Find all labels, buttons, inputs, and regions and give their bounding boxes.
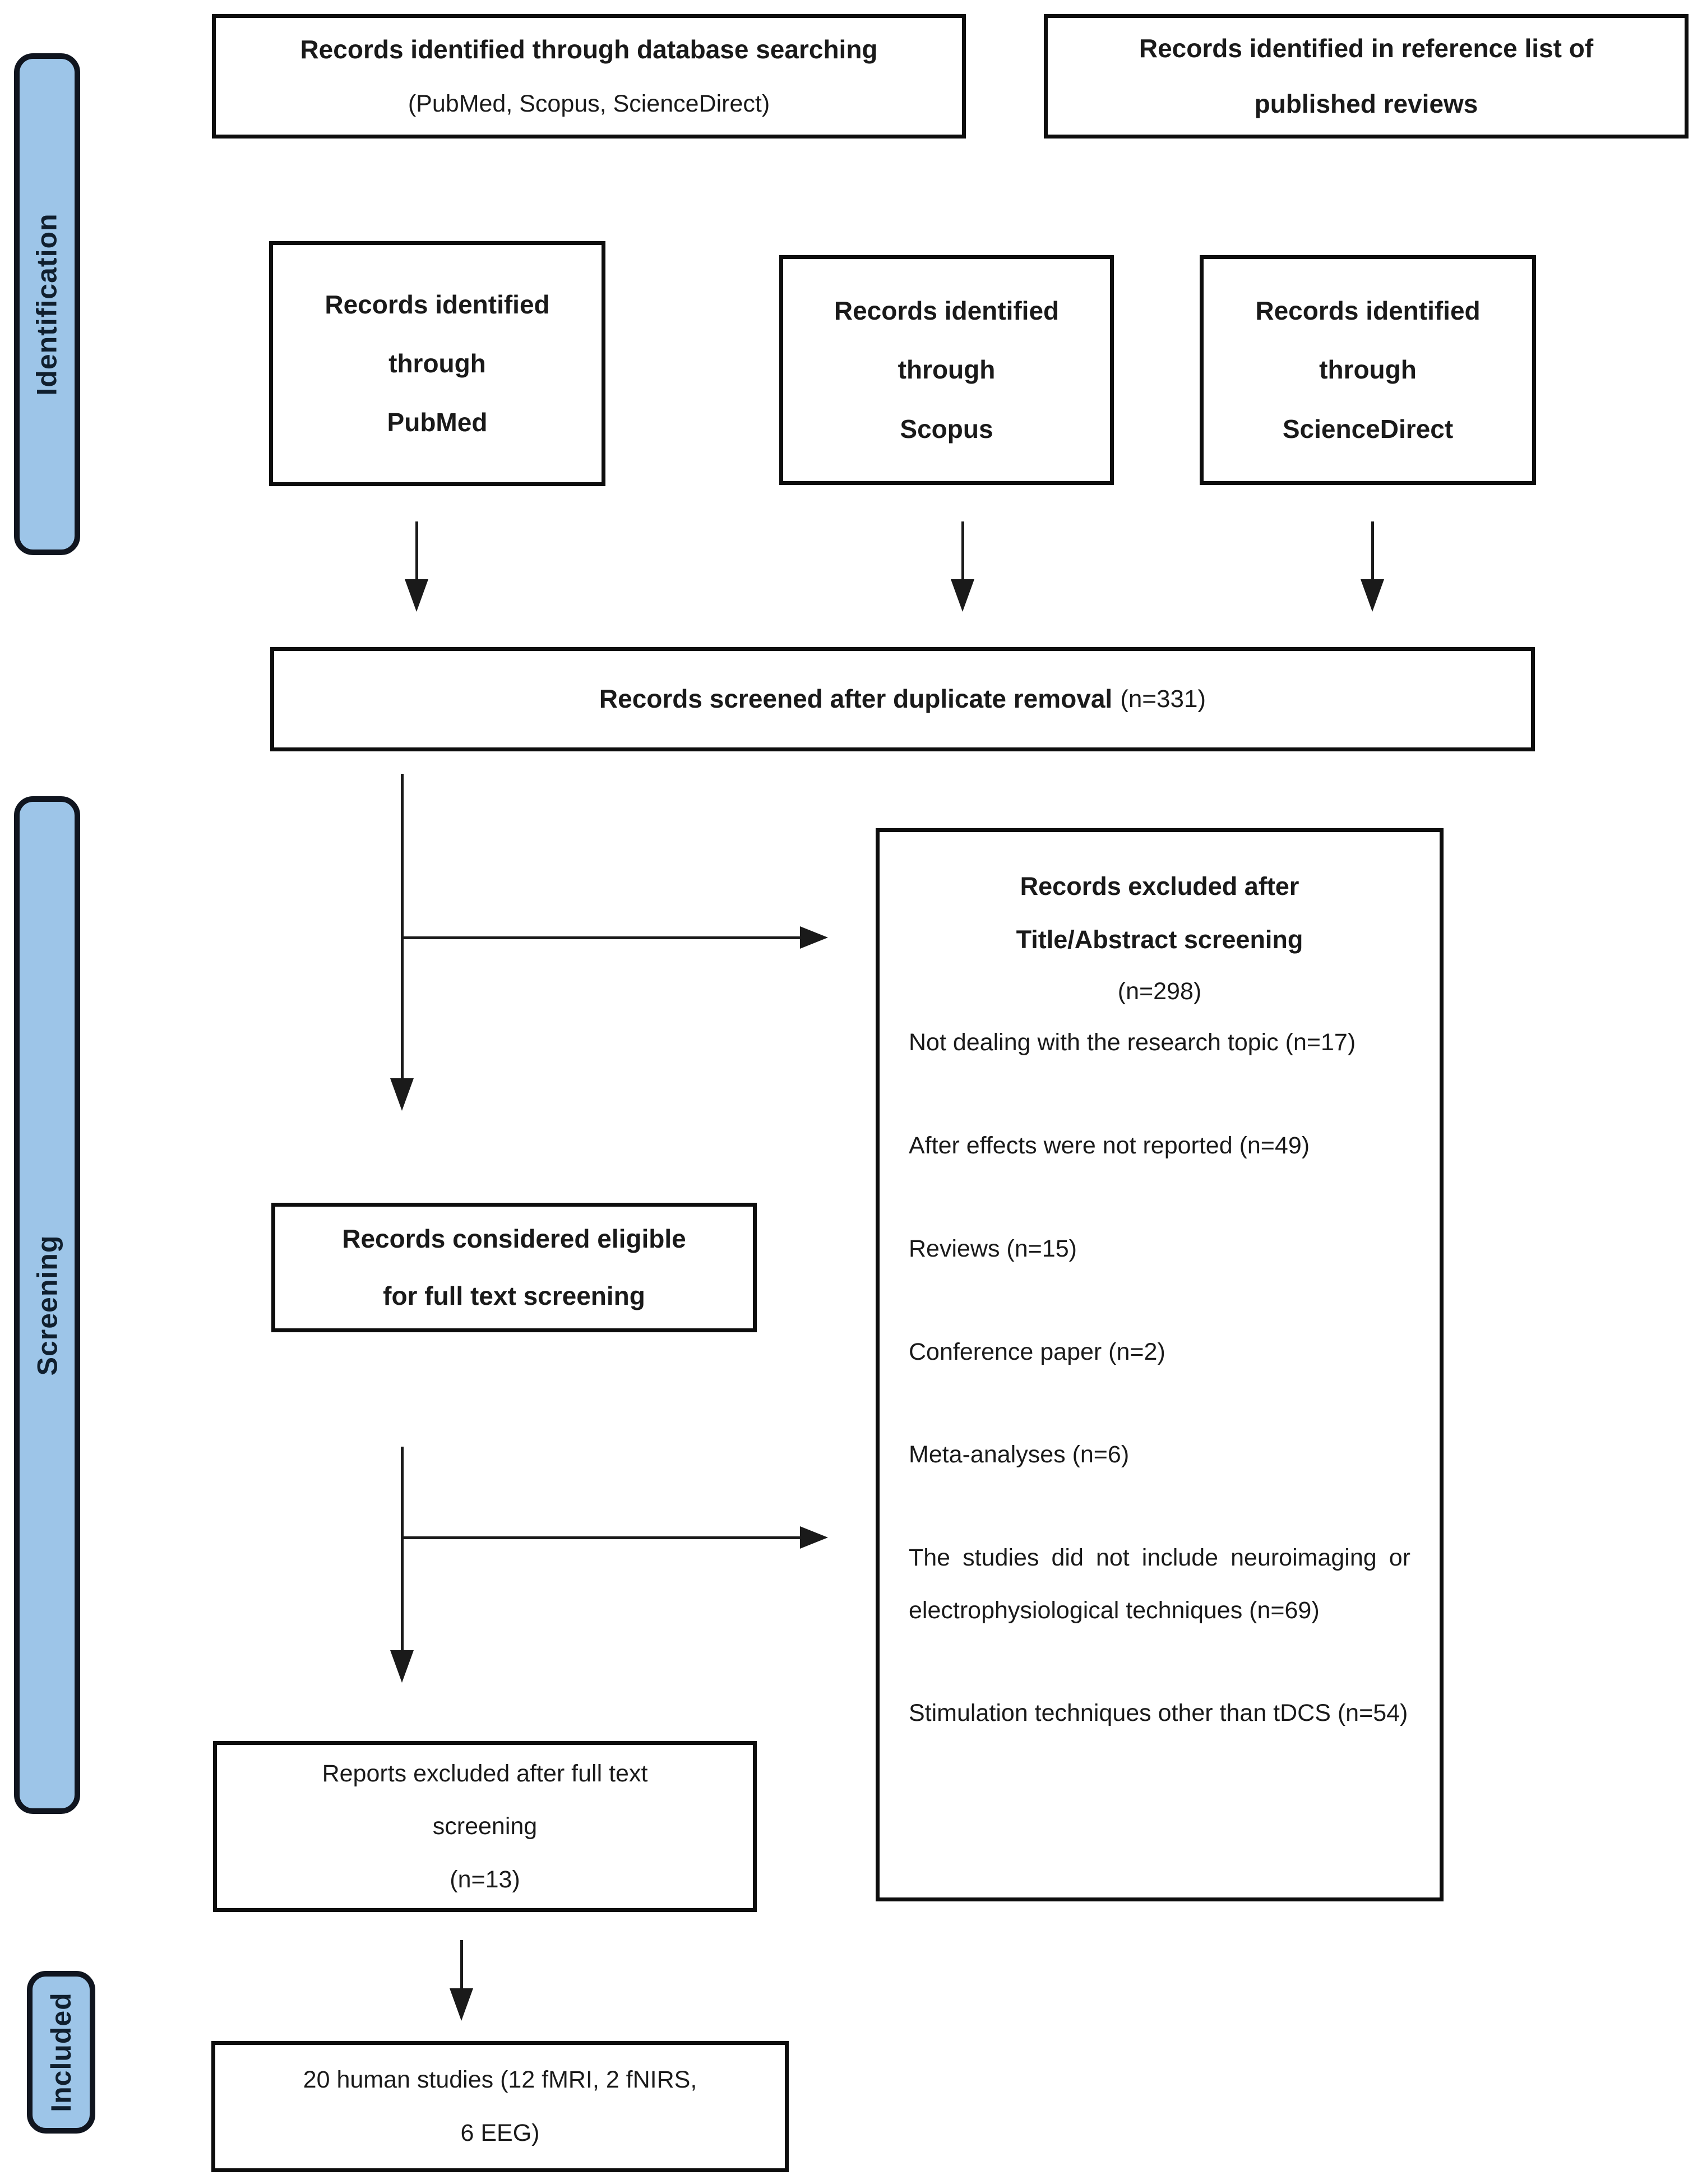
phase-label-identification: Identification xyxy=(31,213,63,396)
box-excluded-reasons: Records excluded after Title/Abstract sc… xyxy=(876,828,1444,1901)
exclusion-reason: Stimulation techniques other than tDCS (… xyxy=(909,1700,1408,1727)
box-screened-text: Records screened after duplicate removal xyxy=(599,684,1113,714)
box-included-studies: 20 human studies (12 fMRI, 2 fNIRS, 6 EE… xyxy=(211,2041,789,2172)
box-sciencedirect-line3: ScienceDirect xyxy=(1282,414,1454,444)
box-eligible-full-text: Records considered eligible for full tex… xyxy=(271,1203,757,1332)
exclusion-reason: Meta-analyses (n=6) xyxy=(909,1441,1130,1469)
box-screened-count: (n=331) xyxy=(1120,685,1206,713)
box-pubmed: Records identified through PubMed xyxy=(269,241,605,486)
phase-bar-included: Included xyxy=(27,1971,95,2134)
box-reports-excluded: Reports excluded after full text screeni… xyxy=(213,1741,757,1912)
box-scopus-line1: Records identified xyxy=(834,296,1060,326)
phase-bar-screening: Screening xyxy=(14,796,80,1814)
box-included-studies-line2: 6 EEG) xyxy=(460,2120,540,2146)
box-excluded-count: (n=298) xyxy=(1117,978,1202,1005)
phase-bar-identification: Identification xyxy=(14,53,80,555)
arrow-sciencedirect-down-head xyxy=(1361,579,1384,612)
arrow-pubmed-down-line xyxy=(415,521,418,580)
box-pubmed-line3: PubMed xyxy=(387,408,488,437)
box-scopus-line3: Scopus xyxy=(900,414,993,444)
box-database-searching-subtitle: (PubMed, Scopus, ScienceDirect) xyxy=(408,90,770,117)
exclusion-reason: Reviews (n=15) xyxy=(909,1235,1077,1262)
arrow-included-down-line xyxy=(460,1940,463,1989)
box-scopus: Records identified through Scopus xyxy=(779,255,1114,485)
box-excluded-title-line2: Title/Abstract screening xyxy=(1016,925,1303,954)
box-sciencedirect: Records identified through ScienceDirect xyxy=(1200,255,1536,485)
box-screened-duplicates: Records screened after duplicate removal… xyxy=(270,647,1535,751)
phase-label-screening: Screening xyxy=(31,1235,63,1375)
box-eligible-line2: for full text screening xyxy=(383,1281,645,1310)
arrow-full-text-exclusion-head xyxy=(800,1526,828,1549)
box-sciencedirect-line2: through xyxy=(1319,355,1417,385)
box-reports-excluded-line2: screening xyxy=(432,1813,538,1840)
box-reports-excluded-line3: (n=13) xyxy=(450,1866,520,1893)
arrow-sciencedirect-down-line xyxy=(1371,521,1374,580)
box-sciencedirect-line1: Records identified xyxy=(1255,296,1481,326)
arrow-pubmed-down-head xyxy=(405,579,428,612)
arrow-screened-down-line xyxy=(401,774,404,1079)
box-database-searching: Records identified through database sear… xyxy=(212,14,966,138)
box-included-studies-line1: 20 human studies (12 fMRI, 2 fNIRS, xyxy=(303,2066,697,2094)
exclusion-reason: Conference paper (n=2) xyxy=(909,1338,1165,1365)
arrow-eligible-down-head xyxy=(390,1650,414,1683)
box-reference-list-line1: Records identified in reference list of xyxy=(1139,33,1594,63)
arrow-title-abstract-exclusion-line xyxy=(402,936,800,939)
exclusion-reason: Not dealing with the research topic (n=1… xyxy=(909,1029,1356,1056)
exclusion-reason: The studies did not include neuroimaging… xyxy=(909,1544,1410,1624)
exclusion-reason: After effects were not reported (n=49) xyxy=(909,1132,1310,1160)
arrow-eligible-down-line xyxy=(401,1447,404,1651)
arrow-screened-down-head xyxy=(390,1078,414,1111)
arrow-scopus-down-line xyxy=(961,521,964,580)
arrow-title-abstract-exclusion-head xyxy=(800,926,828,949)
box-eligible-line1: Records considered eligible xyxy=(342,1224,686,1254)
phase-label-included: Included xyxy=(45,1992,77,2112)
arrow-scopus-down-head xyxy=(951,579,974,612)
box-reports-excluded-line1: Reports excluded after full text xyxy=(322,1760,648,1787)
box-reference-list-line2: published reviews xyxy=(1254,89,1478,118)
arrow-included-down-head xyxy=(450,1988,473,2021)
box-excluded-title-line1: Records excluded after xyxy=(1020,872,1299,901)
box-pubmed-line1: Records identified xyxy=(325,289,550,319)
box-pubmed-line2: through xyxy=(388,348,486,378)
box-scopus-line2: through xyxy=(898,355,996,385)
box-database-searching-title: Records identified through database sear… xyxy=(300,34,878,64)
box-reference-list: Records identified in reference list of … xyxy=(1044,14,1689,138)
arrow-full-text-exclusion-line xyxy=(402,1536,800,1539)
